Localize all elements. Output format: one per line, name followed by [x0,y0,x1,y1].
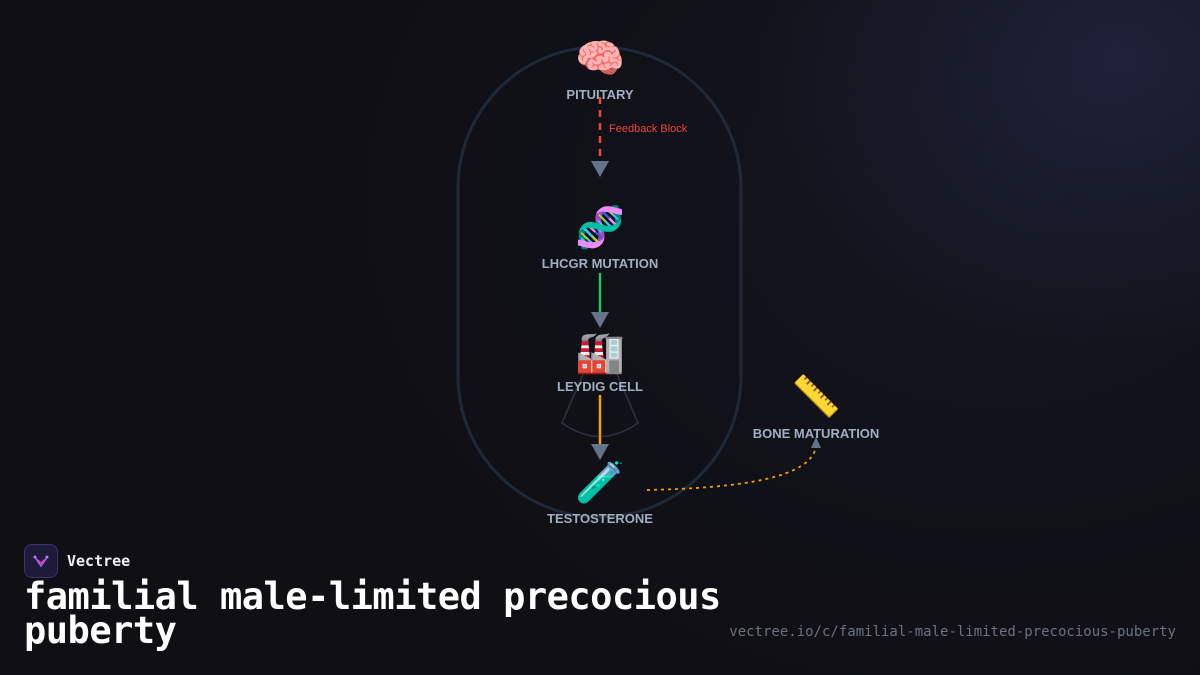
node-bone-maturation[interactable]: 📏 BONE MATURATION [753,373,880,441]
ruler-icon: 📏 [791,373,841,419]
vectree-logo-icon [24,544,58,578]
edge-testosterone-to-bone [646,445,817,491]
vectree-mark-icon [33,555,49,567]
arrowhead-leydig-to-testosterone [591,444,609,460]
node-label-testosterone: TESTOSTERONE [547,511,653,526]
page-title: familial male-limited precocious puberty [24,575,721,652]
node-label-pituitary: PITUITARY [566,87,633,102]
page-url[interactable]: vectree.io/c/familial-male-limited-preco… [729,624,1176,640]
node-leydig-cell[interactable]: 🏭 LEYDIG CELL [557,331,643,394]
node-label-leydig-cell: LEYDIG CELL [557,379,643,394]
factory-icon: 🏭 [575,331,625,375]
node-label-lhcgr-mutation: LHCGR MUTATION [542,256,659,271]
node-lhcgr-mutation[interactable]: 🧬 LHCGR MUTATION [542,203,659,271]
arrowhead-testosterone-to-bone [811,437,821,448]
node-testosterone[interactable]: 🧪 TESTOSTERONE [547,461,653,526]
edge-label-feedback-block: Feedback Block [609,123,688,135]
node-label-bone-maturation: BONE MATURATION [753,426,880,441]
brand-name: Vectree [67,552,131,570]
node-pituitary[interactable]: 🧠 PITUITARY [566,37,633,102]
feedback-loop-outline [456,45,743,519]
dna-icon: 🧬 [575,203,625,251]
test-tube-icon: 🧪 [575,461,625,505]
brain-icon: 🧠 [575,37,625,81]
arrowhead-lhcgr-to-leydig [591,312,609,328]
arrowhead-feedback [591,161,609,177]
brand[interactable]: Vectree [24,544,130,578]
